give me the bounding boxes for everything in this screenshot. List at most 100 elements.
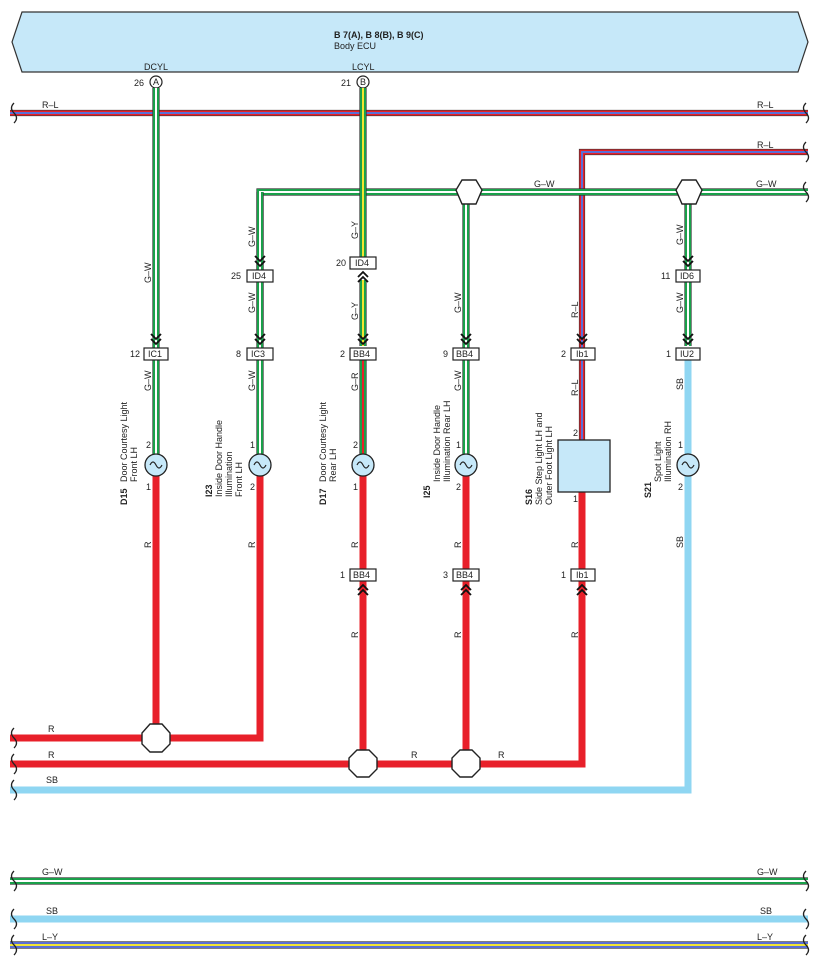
- svg-text:8: 8: [236, 349, 241, 359]
- svg-text:Front LH: Front LH: [129, 447, 139, 482]
- label-gw-bus-mid: G–W: [534, 179, 555, 189]
- pin-dcyl: DCYL 26 A: [134, 62, 168, 89]
- wire-c2-r: [10, 476, 264, 742]
- svg-text:Spot Light: Spot Light: [653, 441, 663, 482]
- connector-id6: ID6 11: [661, 255, 701, 283]
- svg-text:SB: SB: [760, 906, 772, 916]
- svg-text:G–W: G–W: [143, 262, 153, 283]
- svg-text:2: 2: [573, 428, 578, 438]
- break-left-0: [10, 102, 18, 124]
- svg-text:12: 12: [130, 349, 140, 359]
- break-left-3: [10, 779, 18, 801]
- pin-lcyl-letter: B: [360, 77, 366, 87]
- svg-text:R–L: R–L: [570, 301, 580, 318]
- svg-text:R: R: [570, 541, 580, 548]
- svg-text:1: 1: [456, 440, 461, 450]
- svg-text:G–Y: G–Y: [350, 221, 360, 239]
- svg-text:11: 11: [661, 271, 670, 281]
- connector-bb4-b: BB4 9: [443, 333, 480, 361]
- svg-text:G–Y: G–Y: [350, 302, 360, 320]
- svg-text:R: R: [350, 631, 360, 638]
- svg-text:SB: SB: [675, 536, 685, 548]
- svg-text:Outer Foot Light LH: Outer Foot Light LH: [544, 426, 554, 505]
- svg-text:R: R: [48, 724, 55, 734]
- svg-text:BB4: BB4: [456, 570, 473, 580]
- svg-text:G–W: G–W: [675, 224, 685, 245]
- svg-text:R: R: [453, 631, 463, 638]
- svg-text:S21: S21: [643, 482, 653, 498]
- wire-c5-r: [480, 492, 586, 768]
- svg-text:SB: SB: [675, 378, 685, 390]
- svg-text:ID4: ID4: [355, 258, 369, 268]
- svg-text:2: 2: [678, 482, 683, 492]
- ecu-box: [11, 11, 809, 73]
- junction-r-2: [348, 749, 378, 778]
- label-rl-second: R–L: [757, 140, 774, 150]
- svg-text:G–W: G–W: [453, 370, 463, 391]
- svg-text:BB4: BB4: [353, 349, 370, 359]
- svg-text:Ib1: Ib1: [576, 570, 589, 580]
- pin-dcyl-num: 26: [134, 78, 144, 88]
- connector-ib1-b: Ib1 1: [561, 568, 596, 596]
- svg-text:G–W: G–W: [757, 867, 778, 877]
- svg-text:1: 1: [573, 494, 578, 504]
- component-d17: 2 1 D17 Door Courtesy Light Rear LH: [318, 401, 375, 505]
- svg-text:2: 2: [146, 440, 151, 450]
- connector-ib1-a: Ib1 2: [561, 333, 596, 361]
- label-rl-top-left: R–L: [42, 100, 59, 110]
- break-left-4: [10, 870, 18, 892]
- svg-text:9: 9: [443, 349, 448, 359]
- break-right-4: [802, 908, 810, 930]
- connector-ic3: IC3 8: [236, 333, 274, 361]
- svg-text:I23: I23: [204, 484, 214, 497]
- connector-id4-b: ID4 20: [336, 256, 377, 283]
- svg-text:Side Step Light LH and: Side Step Light LH and: [534, 412, 544, 505]
- svg-text:1: 1: [340, 570, 345, 580]
- svg-text:ID6: ID6: [680, 271, 694, 281]
- svg-text:R: R: [411, 750, 418, 760]
- pin-dcyl-letter: A: [153, 77, 159, 87]
- junctions: [141, 179, 703, 778]
- svg-text:G–W: G–W: [247, 292, 257, 313]
- svg-text:SB: SB: [46, 906, 58, 916]
- connector-bb4-c: BB4 1: [340, 568, 377, 596]
- svg-text:2: 2: [561, 349, 566, 359]
- svg-text:1: 1: [678, 440, 683, 450]
- connector-bb4-d: BB4 3: [443, 568, 480, 596]
- break-right-5: [802, 934, 810, 956]
- connector-bb4-a: BB4 2: [340, 333, 377, 361]
- svg-text:G–R: G–R: [350, 372, 360, 391]
- svg-text:S16: S16: [524, 489, 534, 505]
- svg-text:G–W: G–W: [247, 370, 257, 391]
- svg-text:ID4: ID4: [252, 271, 266, 281]
- svg-text:G–W: G–W: [143, 370, 153, 391]
- svg-text:D17: D17: [318, 488, 328, 505]
- svg-text:Illumination RH: Illumination RH: [663, 421, 673, 482]
- junction-r-3: [451, 749, 481, 778]
- svg-text:1: 1: [146, 482, 151, 492]
- pin-dcyl-name: DCYL: [144, 62, 168, 72]
- svg-text:1: 1: [561, 570, 566, 580]
- svg-text:1: 1: [666, 349, 671, 359]
- component-i25: 1 2 I25 Inside Door Handle Illumination …: [422, 400, 478, 498]
- wire-labels: R–L R–L R–L G–W G–W G–W G–W R G–W G–W G–…: [42, 100, 778, 942]
- wire-c6-sb-low: [10, 476, 692, 794]
- svg-text:L–Y: L–Y: [757, 932, 773, 942]
- label-gw-bus-right: G–W: [756, 179, 777, 189]
- component-i23: 1 2 I23 Inside Door Handle Illumination …: [204, 420, 272, 497]
- svg-text:G–W: G–W: [42, 867, 63, 877]
- svg-text:BB4: BB4: [456, 349, 473, 359]
- svg-text:Inside Door Handle: Inside Door Handle: [432, 405, 442, 482]
- svg-text:25: 25: [231, 271, 241, 281]
- pin-lcyl: LCYL 21 B: [341, 62, 375, 89]
- component-s16: 2 1 S16 Side Step Light LH and Outer Foo…: [524, 412, 611, 505]
- svg-text:IU2: IU2: [680, 349, 694, 359]
- junction-gw-1: [455, 179, 483, 205]
- wire-break-marks: [10, 102, 810, 956]
- svg-text:R: R: [498, 750, 505, 760]
- connector-iu2: IU2 1: [666, 333, 701, 361]
- break-right-0: [802, 102, 810, 124]
- svg-text:Door Courtesy Light: Door Courtesy Light: [119, 401, 129, 482]
- svg-text:Rear LH: Rear LH: [328, 448, 338, 482]
- connector-id4-a: ID4 25: [231, 255, 274, 283]
